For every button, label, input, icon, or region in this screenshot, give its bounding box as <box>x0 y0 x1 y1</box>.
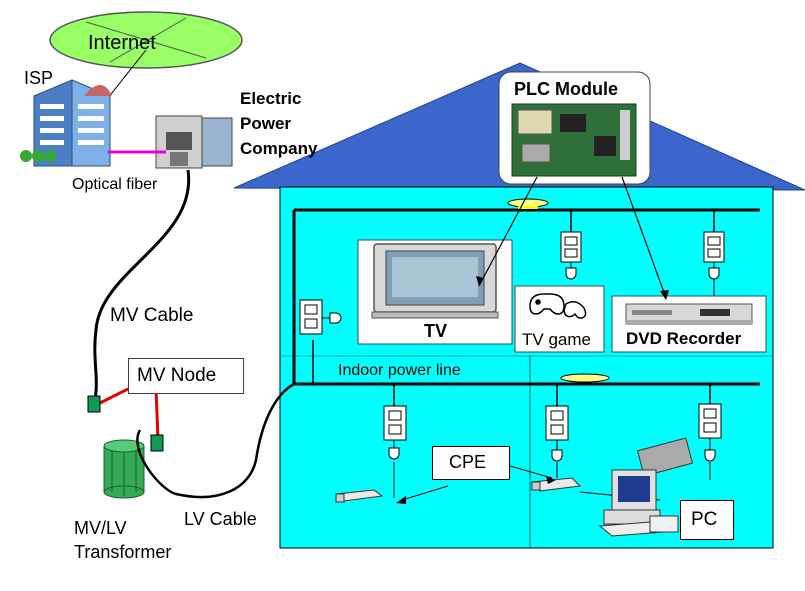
internet-label: Internet <box>88 32 156 54</box>
mv-node-label: MV Node <box>137 365 217 386</box>
electric-power-company-label: Electric Power Company <box>240 89 318 158</box>
modem-right-icon <box>530 477 582 492</box>
indoor-power-lines <box>292 208 760 386</box>
plc-arrows <box>478 176 667 299</box>
lv-cable <box>136 382 295 499</box>
outlet-cpe <box>383 405 407 460</box>
game-controller-icon <box>529 293 587 319</box>
cpe-box: CPE <box>432 446 510 480</box>
computer-icon <box>598 437 694 537</box>
cpe-arrows <box>401 465 553 501</box>
lv-cable-label: LV Cable <box>184 509 257 529</box>
outlet-dvd-right <box>703 231 725 296</box>
cpe-label: CPE <box>449 452 487 472</box>
mv-cable-label: MV Cable <box>110 305 194 326</box>
optical-fiber-label: Optical fiber <box>72 176 158 193</box>
mv-cable <box>92 169 191 405</box>
transformer-icon <box>103 439 145 499</box>
outlet-tv <box>299 299 342 335</box>
pc-box: PC <box>680 500 734 540</box>
plc-circuit-board-icon <box>511 103 637 177</box>
dvd-recorder-icon <box>625 303 753 325</box>
isp-label: ISP <box>24 68 54 88</box>
mv-node-link-left <box>97 386 131 406</box>
power-company-building-icon <box>155 115 233 169</box>
outlet-pc-right <box>698 403 722 462</box>
modem-left-icon <box>334 489 384 503</box>
dvd-recorder-label: DVD Recorder <box>626 329 742 348</box>
mv-lv-transformer-label: MV/LV Transformer <box>74 518 172 562</box>
ceiling-light-lower <box>560 373 610 383</box>
tv-game-label: TV game <box>522 330 591 349</box>
mv-node-link-right <box>154 387 160 441</box>
plc-module-label: PLC Module <box>514 79 618 99</box>
ceiling-light-upper <box>507 198 549 209</box>
mv-node-box-left <box>87 395 101 413</box>
pc-label: PC <box>691 509 718 530</box>
tv-label: TV <box>424 321 448 341</box>
indoor-power-line-label: Indoor power line <box>338 362 461 379</box>
tv-icon <box>371 243 499 319</box>
mv-node-box: MV Node <box>128 358 244 394</box>
isp-building-icon <box>20 79 112 167</box>
outlet-dvd <box>560 231 582 280</box>
outlet-pc-left <box>545 405 569 462</box>
mv-node-box-right <box>150 434 164 452</box>
